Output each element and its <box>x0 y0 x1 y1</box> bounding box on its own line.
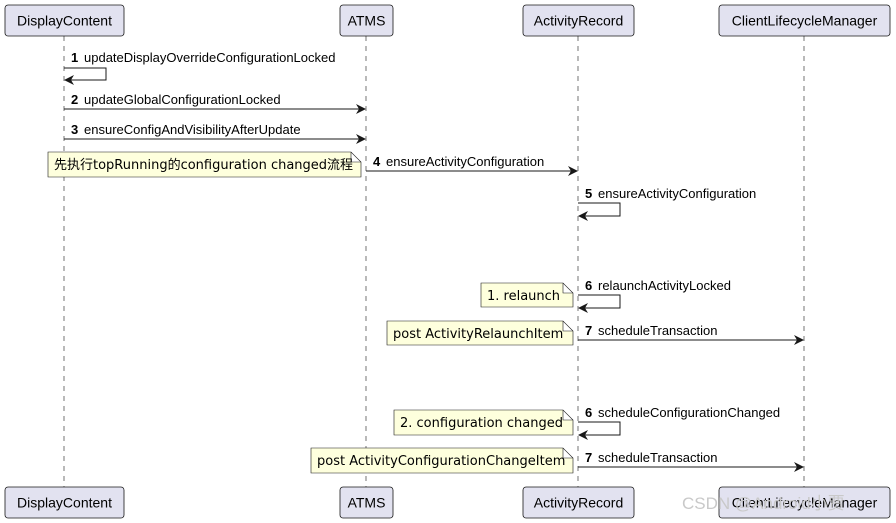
participant-clientlifecyclemanager-top: ClientLifecycleManager <box>718 4 891 37</box>
note-post-relaunch-item: post ActivityRelaunchItem <box>386 320 574 346</box>
message-label: relaunchActivityLocked <box>598 278 731 293</box>
message-label: scheduleConfigurationChanged <box>598 405 780 420</box>
participant-label: ATMS <box>348 13 386 29</box>
message-label: scheduleTransaction <box>598 323 717 338</box>
note-top-running: 先执行topRunning的configuration changed流程 <box>47 151 362 178</box>
participant-label: ActivityRecord <box>534 495 623 511</box>
message-label: updateGlobalConfigurationLocked <box>84 92 281 107</box>
participant-activityrecord-bottom: ActivityRecord <box>522 486 635 519</box>
message-7b: 7 scheduleTransaction <box>578 450 804 472</box>
message-label: updateDisplayOverrideConfigurationLocked <box>84 50 335 65</box>
message-number: 2 <box>71 92 78 107</box>
message-arrow <box>578 294 621 313</box>
participant-displaycontent-top: DisplayContent <box>4 4 125 37</box>
participant-label: ClientLifecycleManager <box>732 495 878 511</box>
message-6a: 6 relaunchActivityLocked <box>578 278 731 313</box>
message-4: 4 ensureActivityConfiguration <box>366 154 578 176</box>
note-config-changed: 2. configuration changed <box>393 409 574 436</box>
message-arrow <box>64 67 107 85</box>
message-5: 5 ensureActivityConfiguration <box>578 186 756 221</box>
participant-atms-bottom: ATMS <box>339 486 394 519</box>
participant-activityrecord-top: ActivityRecord <box>522 4 635 37</box>
note-text: post ActivityConfigurationChangeItem <box>317 454 565 469</box>
participant-label: ClientLifecycleManager <box>732 13 878 29</box>
message-arrow <box>578 202 621 221</box>
participant-label: ATMS <box>348 495 386 511</box>
message-1: 1 updateDisplayOverrideConfigurationLock… <box>64 50 335 85</box>
note-post-config-change-item: post ActivityConfigurationChangeItem <box>310 447 574 474</box>
note-text: 先执行topRunning的configuration changed流程 <box>54 157 353 173</box>
participant-label: ActivityRecord <box>534 13 623 29</box>
message-number: 7 <box>585 450 592 465</box>
note-text: 2. configuration changed <box>400 416 563 431</box>
participant-clientlifecyclemanager-bottom: ClientLifecycleManager <box>718 486 891 519</box>
note-relaunch: 1. relaunch <box>480 282 574 308</box>
note-text: 1. relaunch <box>487 289 560 304</box>
message-3: 3 ensureConfigAndVisibilityAfterUpdate <box>64 122 366 144</box>
message-number: 4 <box>373 154 381 169</box>
message-label: ensureConfigAndVisibilityAfterUpdate <box>84 122 301 137</box>
message-number: 1 <box>71 50 78 65</box>
participant-label: DisplayContent <box>17 495 112 511</box>
message-number: 5 <box>585 186 592 201</box>
participant-displaycontent-bottom: DisplayContent <box>4 486 125 519</box>
message-label: scheduleTransaction <box>598 450 717 465</box>
participant-label: DisplayContent <box>17 13 112 29</box>
message-number: 6 <box>585 405 592 420</box>
watermark-text: CSDN @Android小贾 <box>682 494 845 513</box>
message-6b: 6 scheduleConfigurationChanged <box>578 405 780 440</box>
message-2: 2 updateGlobalConfigurationLocked <box>64 92 366 114</box>
participant-atms-top: ATMS <box>339 4 394 37</box>
message-7a: 7 scheduleTransaction <box>578 323 804 345</box>
message-label: ensureActivityConfiguration <box>386 154 544 169</box>
note-text: post ActivityRelaunchItem <box>393 327 563 342</box>
message-label: ensureActivityConfiguration <box>598 186 756 201</box>
message-number: 7 <box>585 323 592 338</box>
message-number: 6 <box>585 278 592 293</box>
message-number: 3 <box>71 122 78 137</box>
message-arrow <box>578 421 621 440</box>
